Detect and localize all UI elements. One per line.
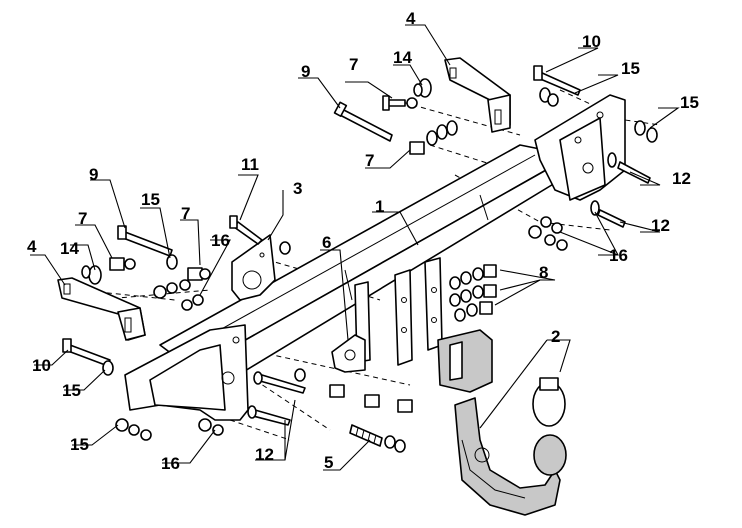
label-part-11: 11 (241, 155, 259, 174)
label-part-14-left: 14 (60, 239, 79, 258)
label-part-10-left: 10 (32, 356, 51, 375)
label-part-12-right-bottom: 12 (651, 216, 670, 235)
label-part-16-center: 16 (211, 231, 230, 250)
label-part-9-top: 9 (301, 62, 310, 81)
label-part-15-left-bottom: 15 (70, 435, 89, 454)
label-part-7-mid: 7 (365, 151, 374, 170)
label-part-4-top: 4 (406, 9, 416, 28)
tow-ball-assembly (437, 329, 567, 516)
label-part-16-right: 16 (609, 246, 628, 265)
left-bracket-plate (124, 324, 249, 421)
side-bracket-left (57, 277, 146, 341)
label-part-12-right-top: 12 (672, 169, 691, 188)
callout-numbers: 1 2 3 4 4 5 6 7 7 7 7 8 9 9 10 10 11 12 … (27, 9, 699, 473)
electrics-bracket (231, 234, 276, 301)
fasteners (62, 65, 658, 453)
label-part-15-left-mid: 15 (62, 381, 81, 400)
label-part-10-top: 10 (582, 32, 601, 51)
label-part-9-left: 9 (89, 165, 98, 184)
label-part-1: 1 (375, 197, 384, 216)
label-part-7-top: 7 (349, 55, 358, 74)
label-part-16-bottom: 16 (161, 454, 180, 473)
label-part-6: 6 (322, 233, 331, 252)
socket-holder-plate (331, 334, 366, 373)
label-part-2: 2 (551, 327, 560, 346)
label-part-15-left-top: 15 (141, 190, 160, 209)
label-part-3: 3 (293, 179, 302, 198)
side-bracket-right (444, 57, 511, 133)
label-part-15-top: 15 (621, 59, 640, 78)
label-part-12-bottom: 12 (255, 445, 274, 464)
label-part-15-right: 15 (680, 93, 699, 112)
label-part-7-center: 7 (181, 204, 190, 223)
label-part-4-left: 4 (27, 237, 37, 256)
label-part-14-top: 14 (393, 48, 412, 67)
label-part-7-left: 7 (78, 209, 87, 228)
right-bracket-plate (534, 94, 626, 201)
leader-lines (30, 24, 680, 471)
label-part-5: 5 (324, 453, 333, 472)
label-part-8: 8 (539, 263, 548, 282)
